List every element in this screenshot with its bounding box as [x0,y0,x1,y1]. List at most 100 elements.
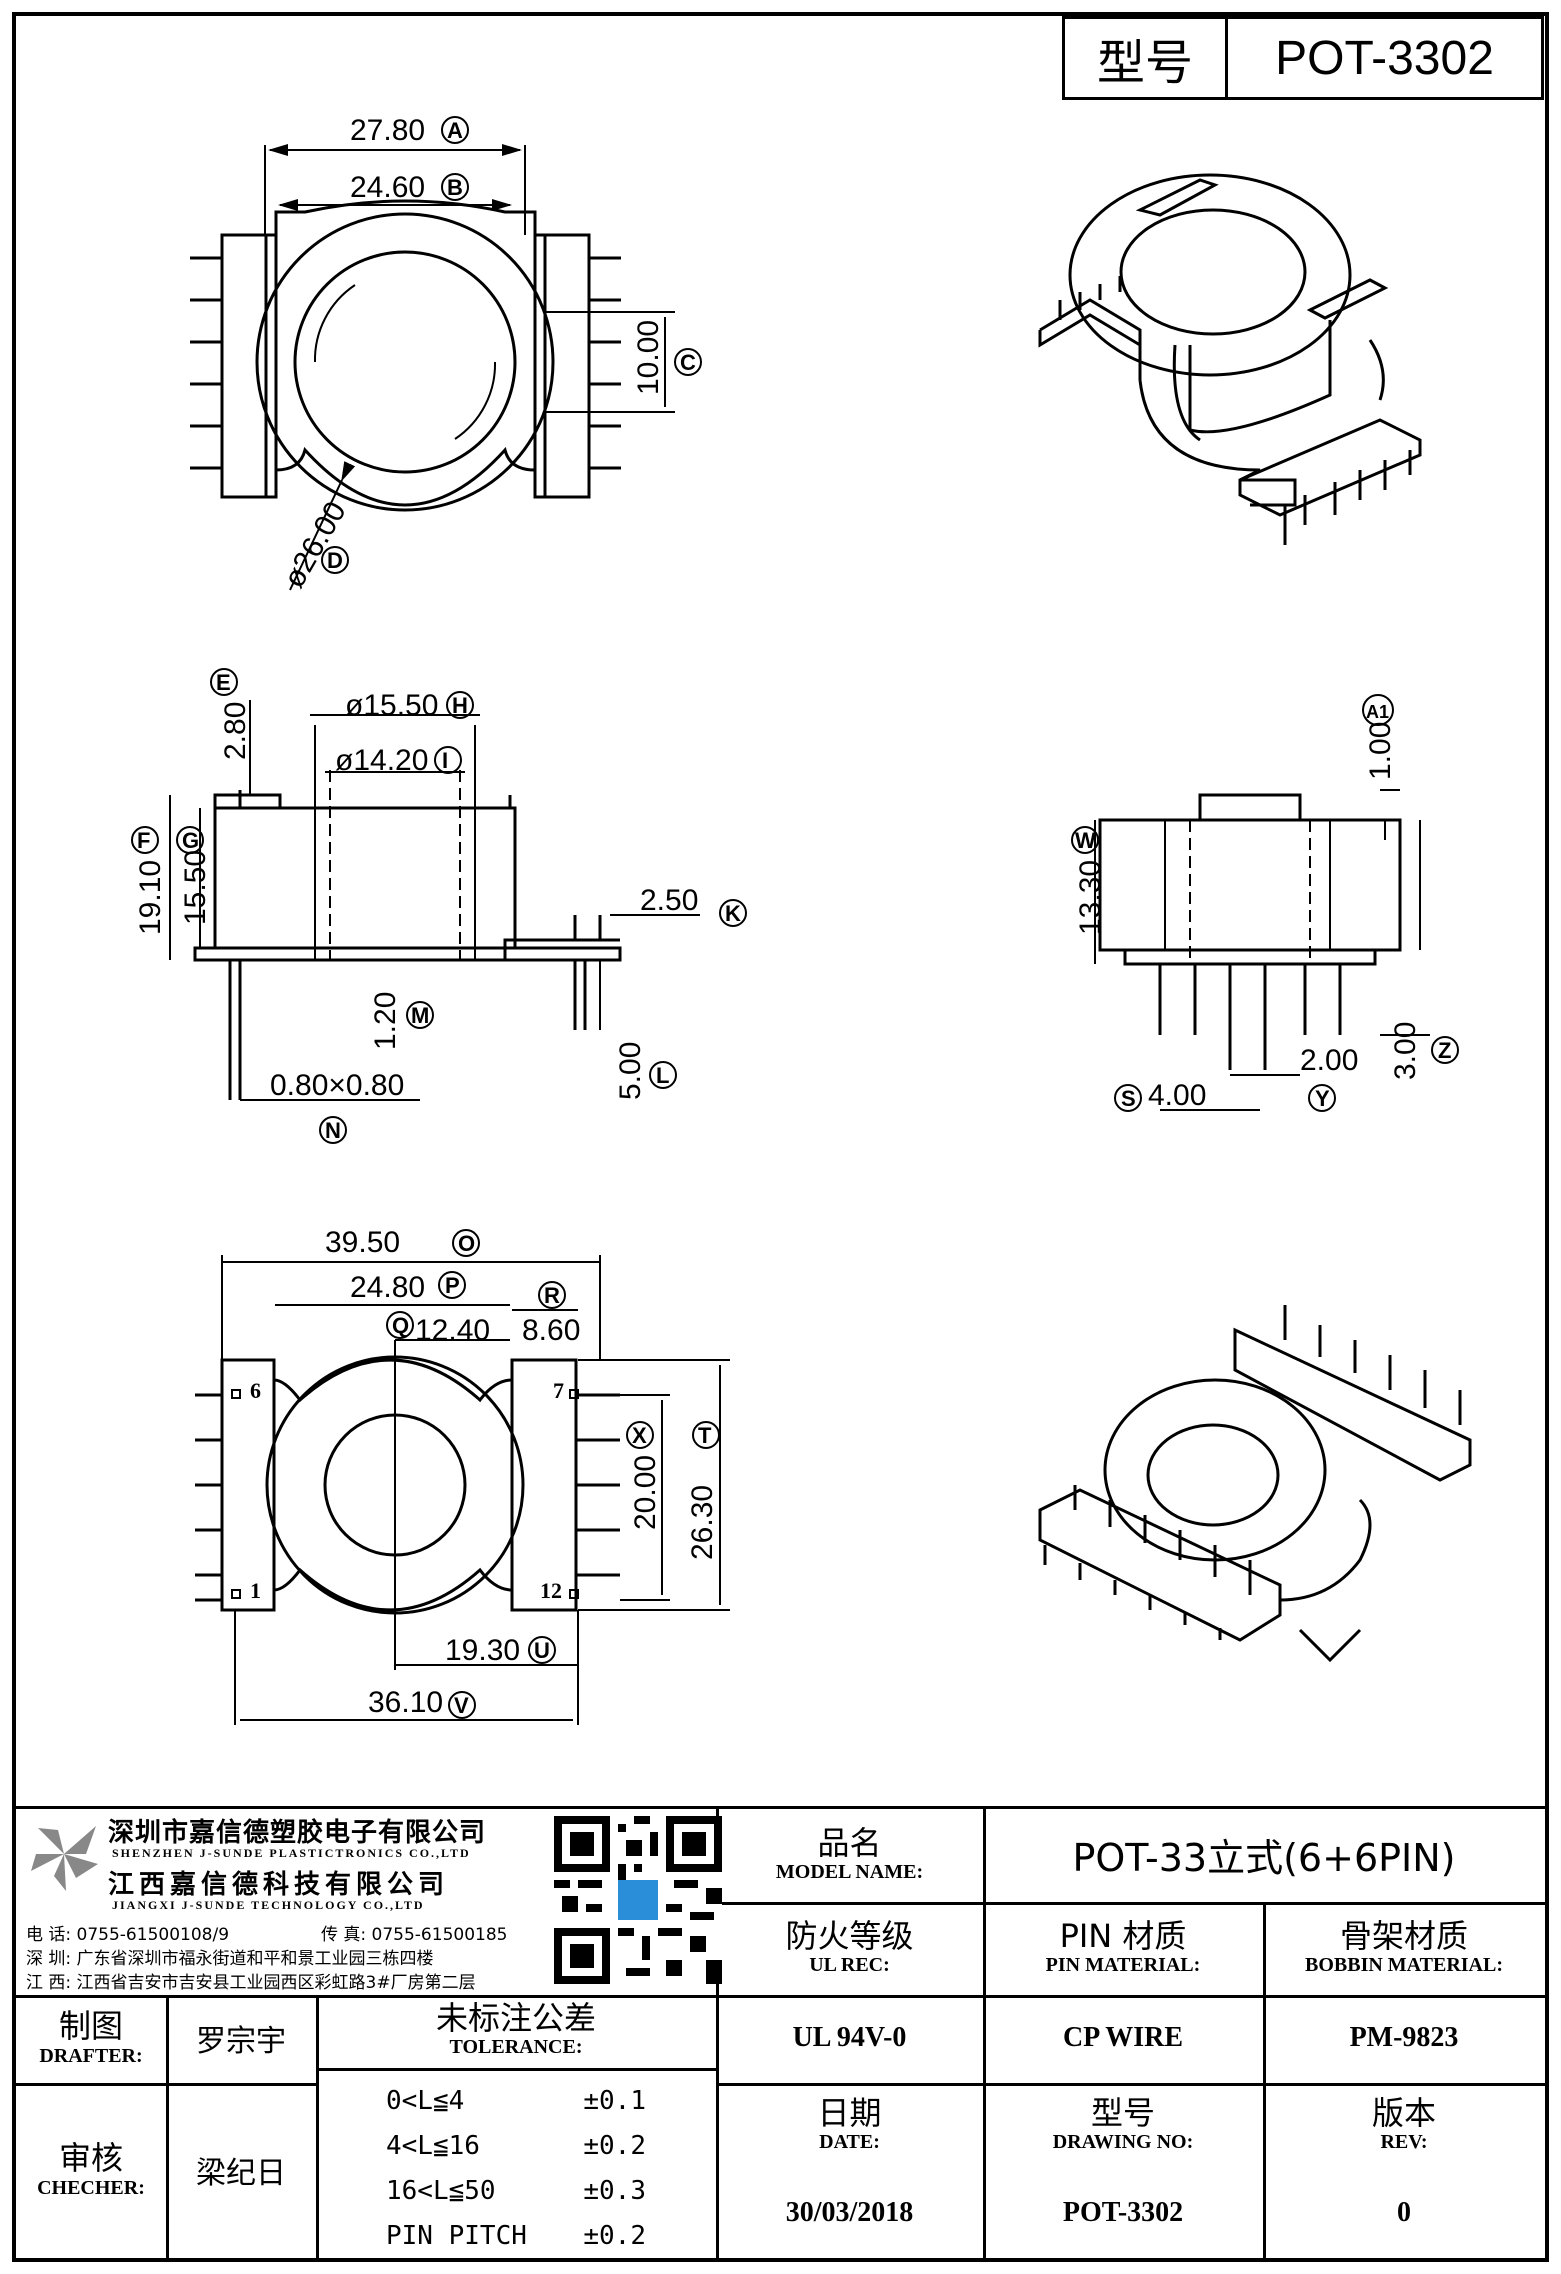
pin-material-label: PIN 材质 PIN MATERIAL: [1045,1916,1201,1977]
tag-markers-front: A1 W Y Z S [1071,694,1459,1112]
tag-t: T [698,1423,712,1448]
dim-y: 2.00 [1300,1044,1358,1077]
company-info: 深圳市嘉信德塑胶电子有限公司 SHENZHEN J-SUNDE PLASTICT… [16,1808,722,1993]
tolerance-row: 0<L≦4±0.1 [386,2085,646,2116]
drawing-no-label: 型号 DRAWING NO: [1052,2093,1194,2154]
dim-w: 13.30 [1074,860,1107,935]
dim-z: 3.00 [1389,1022,1422,1080]
tag-a: A [447,118,463,143]
tag-x: X [632,1423,647,1448]
pin-6-label: 6 [250,1378,261,1403]
company-address-jx: 江 西: 江西省吉安市吉安县工业园西区彩虹路3#厂房第二层 [26,1973,476,1993]
iso-view-bottom [1038,1305,1472,1663]
qr-code [554,1816,722,1984]
tolerance-row: PIN PITCH±0.2 [386,2220,646,2251]
tag-y: Y [1315,1086,1330,1111]
company-name-sz-cn: 深圳市嘉信德塑胶电子有限公司 [108,1818,487,1848]
drafter-value: 罗宗宇 [196,2024,286,2059]
drawing-no-value: POT-3302 [1062,2196,1184,2228]
pin-numbers: 6 1 7 12 [250,1378,564,1603]
dim-i: ø14.20 [335,744,428,777]
tag-markers-bottom: O P Q R X T U V [386,1229,720,1719]
dim-u: 19.30 [445,1634,520,1667]
tag-b: B [447,175,463,200]
drafter-label: 制图 DRAFTER: [39,2007,143,2067]
tolerance-row: 16<L≦50±0.3 [386,2175,646,2206]
checker-value: 梁纪日 [196,2156,286,2191]
date-label: 日期 DATE: [817,2093,882,2154]
dim-a1: 1.00 [1364,722,1397,780]
bobbin-material-label: 骨架材质 BOBBIN MATERIAL: [1305,1916,1503,1977]
company-fax: 传 真: 0755-61500185 [321,1925,508,1945]
front-view [1094,789,1430,1111]
tag-d: D [327,548,343,573]
dim-m: 1.20 [369,992,402,1050]
dim-s: 4.00 [1148,1079,1206,1112]
dim-v: 36.10 [368,1686,443,1719]
company-logo-icon [31,1826,98,1891]
dim-q: 12.40 [415,1314,490,1347]
dim-k: 2.50 [640,884,698,917]
tag-n: N [325,1118,341,1143]
dim-o: 39.50 [325,1226,400,1259]
dim-x: 20.00 [629,1455,662,1530]
tolerance-label: 未标注公差 TOLERANCE: [435,1998,596,2059]
company-phone: 电 话: 0755-61500108/9 [26,1925,230,1945]
tag-h: H [452,693,468,718]
tag-v: V [454,1693,469,1718]
bobbin-material-value: PM-9823 [1349,2022,1459,2053]
dim-e: 2.80 [219,702,252,760]
dim-c: 10.00 [632,320,665,395]
date-value: 30/03/2018 [785,2196,914,2228]
drawing-sheet [12,12,1549,2262]
ul-rec-value: UL 94V-0 [792,2022,907,2053]
tag-m: M [411,1003,429,1028]
dim-r: 8.60 [522,1314,580,1347]
model-value: POT-3302 [1275,31,1494,85]
iso-view-top [1038,173,1422,545]
pin-material-value: CP WIRE [1062,2022,1184,2053]
title-block [16,1806,1545,2261]
tag-u: U [534,1638,550,1663]
tag-f: F [137,828,150,853]
dim-t: 26.30 [686,1485,719,1560]
pin-12-label: 12 [540,1578,562,1603]
rev-value: 0 [1397,2196,1411,2228]
model-name-label: 品名 MODEL NAME: [775,1823,924,1884]
technical-drawing: 27.80 24.60 10.00 ø26.00 A B C D [131,114,1472,1725]
tag-o: O [458,1231,475,1256]
dim-l: 5.00 [614,1042,647,1100]
tolerance-row: 4<L≦16±0.2 [386,2130,646,2161]
tag-z: Z [1438,1038,1451,1063]
dim-h: ø15.50 [345,689,438,722]
dim-a: 27.80 [350,114,425,147]
tag-q: Q [392,1313,409,1338]
tolerance-table: 0<L≦4±0.1 4<L≦16±0.2 16<L≦50±0.3 PIN PIT… [316,2078,716,2258]
side-view [169,700,700,1101]
tag-l: L [656,1063,669,1088]
tag-c: C [680,350,696,375]
ul-rec-label: 防火等级 UL REC: [785,1916,914,1977]
tag-i: I [442,748,448,773]
tag-k: K [725,901,741,926]
tag-p: P [445,1273,460,1298]
dim-n: 0.80×0.80 [270,1069,404,1102]
tag-e: E [216,670,231,695]
tag-r: R [544,1283,560,1308]
model-number-box: 型号 POT-3302 [1062,16,1544,100]
dim-p: 24.80 [350,1271,425,1304]
top-view [190,144,675,591]
bottom-view [195,1255,730,1725]
company-name-sz-en: SHENZHEN J-SUNDE PLASTICTRONICS CO.,LTD [112,1846,471,1860]
tag-g: G [182,828,199,853]
model-name-value: POT-33立式(6+6PIN) [1072,1836,1456,1880]
dim-f: 19.10 [134,860,167,935]
tag-a1: A1 [1366,702,1389,722]
tag-markers-top: A B C D [321,116,702,574]
dim-g: 15.50 [179,850,212,925]
tag-w: W [1075,828,1096,853]
company-name-jx-en: JIANGXI J-SUNDE TECHNOLOGY CO.,LTD [112,1898,425,1912]
dim-d: ø26.00 [277,496,352,593]
tag-markers-side: E F G H I K M L N [131,668,747,1144]
model-label: 型号 [1065,19,1228,97]
